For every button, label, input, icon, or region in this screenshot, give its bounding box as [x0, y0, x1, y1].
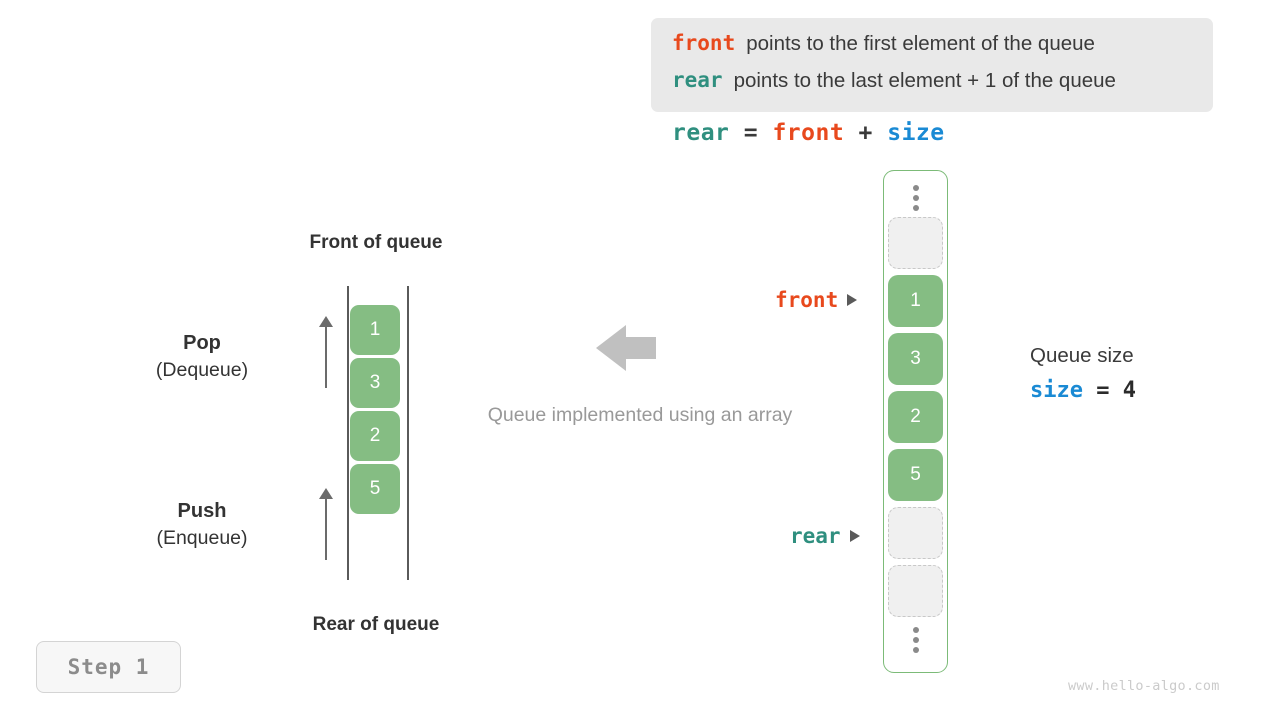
step-badge: Step 1 — [36, 641, 181, 693]
formula-rear-equals-front-plus-size: rear = front + size — [672, 120, 945, 146]
pop-arrow-up-icon — [317, 316, 335, 388]
array-slot-filled: 3 — [888, 333, 943, 385]
array-slot-empty — [888, 565, 943, 617]
rear-pointer-label: rear — [790, 524, 841, 548]
formula-plus: + — [844, 120, 888, 146]
formula-rhs-size: size — [887, 120, 945, 146]
queue-size-expression: size = 4 — [1030, 378, 1136, 403]
ellipsis-icon — [912, 627, 919, 653]
formula-rhs-front: front — [772, 120, 845, 146]
ellipsis-icon — [912, 185, 919, 211]
size-value: 4 — [1122, 378, 1136, 403]
queue-rail-left — [347, 286, 349, 580]
push-label: Push — [177, 500, 227, 522]
enqueue-label: (Enqueue) — [156, 527, 248, 549]
legend-keyword-rear: rear — [672, 68, 723, 92]
legend-row-rear: rear points to the last element + 1 of t… — [672, 68, 1195, 105]
array-container: 1 3 2 5 — [883, 170, 948, 673]
legend-box: front points to the first element of the… — [651, 18, 1213, 112]
dequeue-label: (Dequeue) — [155, 359, 249, 381]
pop-label: Pop — [183, 332, 221, 354]
array-slot-filled: 2 — [888, 391, 943, 443]
push-arrow-up-icon — [317, 488, 335, 560]
rear-pointer: rear — [790, 524, 860, 548]
queue-cell: 1 — [350, 305, 400, 355]
queue-cell: 2 — [350, 411, 400, 461]
front-pointer: front — [775, 288, 858, 312]
queue-cell: 3 — [350, 358, 400, 408]
array-slot-filled: 1 — [888, 275, 943, 327]
legend-keyword-front: front — [672, 31, 736, 55]
pointer-arrow-icon — [849, 530, 860, 542]
queue-size-info: Queue size size = 4 — [1030, 344, 1136, 403]
array-slot-empty — [888, 217, 943, 269]
center-caption: Queue implemented using an array — [487, 404, 793, 426]
size-equals: = — [1082, 378, 1123, 403]
legend-text-front: points to the first element of the queue — [746, 32, 1095, 55]
push-operation-label: Push (Enqueue) — [112, 500, 292, 550]
legend-text-rear: points to the last element + 1 of the qu… — [733, 69, 1116, 92]
array-slot-filled: 5 — [888, 449, 943, 501]
rear-of-queue-label: Rear of queue — [312, 614, 440, 635]
legend-row-front: front points to the first element of the… — [672, 31, 1195, 68]
queue-size-title: Queue size — [1030, 344, 1134, 367]
size-variable: size — [1030, 378, 1083, 403]
watermark: www.hello-algo.com — [1068, 678, 1220, 694]
front-of-queue-label: Front of queue — [309, 232, 443, 253]
formula-lhs: rear — [672, 120, 730, 146]
front-pointer-label: front — [775, 288, 839, 312]
arrow-left-icon — [596, 325, 656, 371]
array-slot-empty — [888, 507, 943, 559]
queue-cell: 5 — [350, 464, 400, 514]
queue-rail-right — [407, 286, 409, 580]
formula-equals: = — [729, 120, 773, 146]
pointer-arrow-icon — [847, 294, 858, 306]
pop-operation-label: Pop (Dequeue) — [112, 332, 292, 382]
